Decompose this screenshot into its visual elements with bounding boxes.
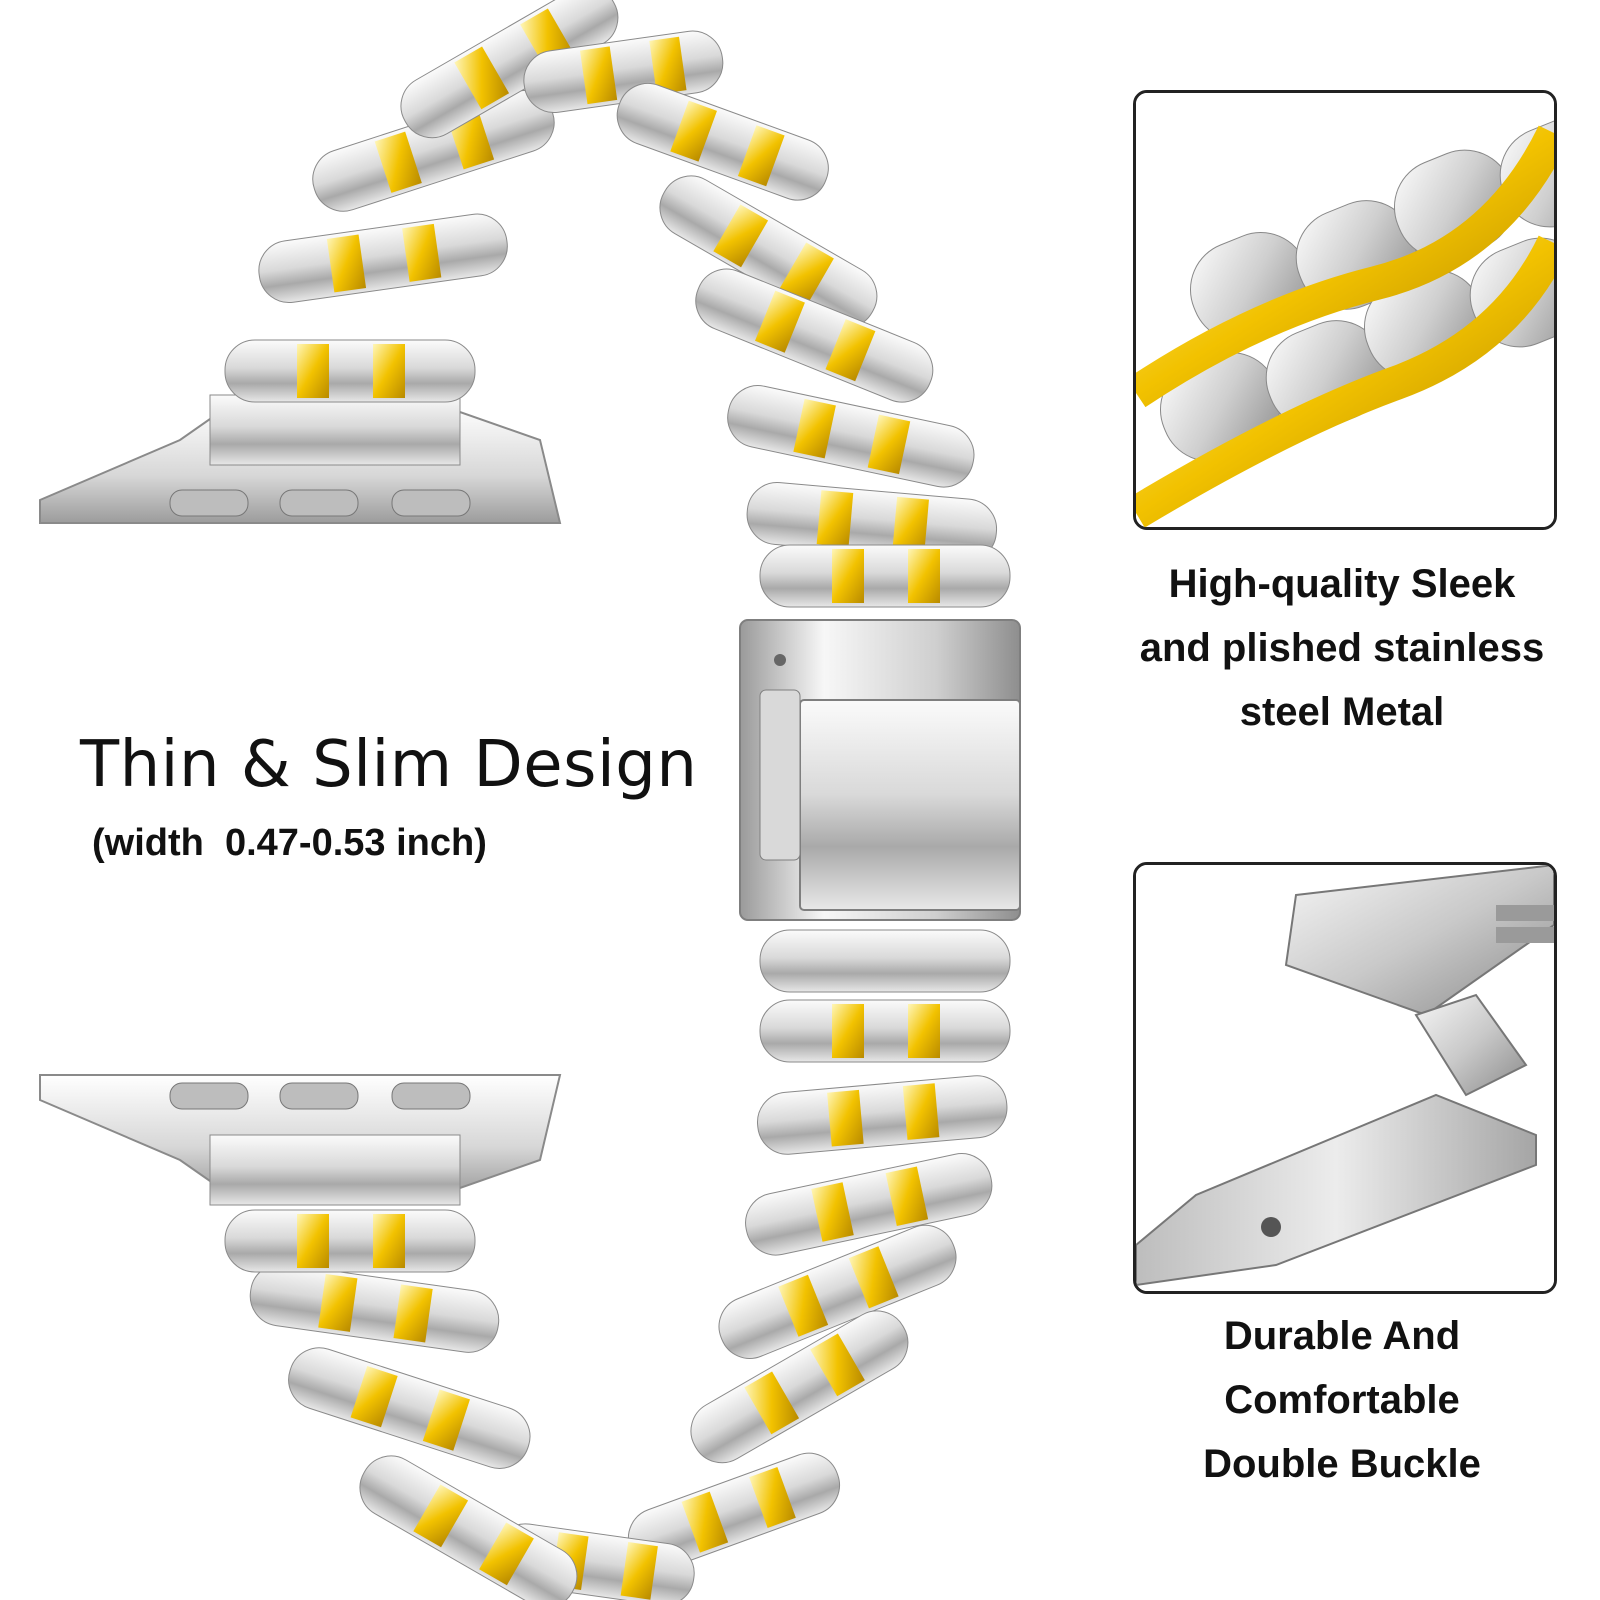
lower-link-rows [224,929,1011,1600]
buckle-closeup-image [1136,865,1554,1291]
caption-line: Comfortable [1224,1378,1460,1422]
feature-caption-buckle: Durable And Comfortable Double Buckle [1110,1304,1574,1496]
headline: Thin & Slim Design [80,728,698,802]
caption-line: High-quality Sleek [1168,562,1516,606]
top-adapter-lug [39,394,562,524]
caption-line: steel Metal [1239,690,1445,734]
caption-line: Double Buckle [1203,1442,1481,1486]
upper-link-rows [224,0,1011,608]
links-closeup-panel [1133,90,1557,530]
caption-line: and plished stainless [1139,626,1545,670]
bottom-adapter-lug [39,1074,562,1206]
feature-caption-quality: High-quality Sleek and plished stainless… [1110,552,1574,744]
caption-line: Durable And [1223,1314,1461,1358]
buckle-closeup-panel [1133,862,1557,1294]
buckle-clasp [739,619,1021,946]
width-spec: (width 0.47-0.53 inch) [92,822,487,864]
links-closeup-image [1136,93,1554,527]
